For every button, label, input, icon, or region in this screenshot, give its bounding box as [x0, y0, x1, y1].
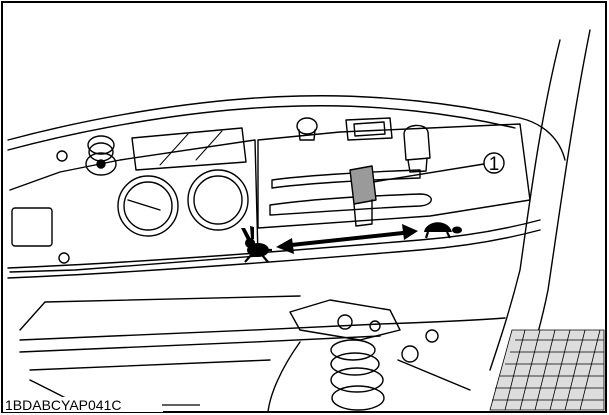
floor-plate	[19, 317, 506, 341]
figure-code: 1BDABCYAP041C	[5, 397, 121, 413]
dashboard-lower-lip	[7, 229, 541, 279]
dashboard-bottom-edge	[7, 219, 541, 269]
roll-bar-pillar	[489, 39, 561, 371]
figure-code-backdrop	[3, 397, 163, 412]
rabbit-icon	[241, 226, 272, 263]
callout-leader	[372, 163, 485, 183]
pedal-mechanism	[267, 299, 471, 413]
speed-range-arrow	[276, 224, 418, 254]
callout-circle	[483, 152, 505, 174]
lever-slot	[269, 193, 432, 216]
small-knob	[296, 117, 318, 141]
key-switch	[85, 135, 117, 176]
gauge-left	[117, 175, 179, 237]
dashboard-top-edge	[7, 95, 566, 161]
dashboard-inner-edge	[7, 105, 516, 151]
rocker-switch	[345, 117, 393, 141]
turtle-icon	[424, 222, 462, 239]
gauge-right	[187, 169, 249, 231]
left-panel	[9, 139, 259, 273]
right-lever-knob	[403, 124, 431, 173]
callout-number: 1	[489, 154, 500, 175]
speed-lever	[349, 165, 377, 227]
grille-hatching	[489, 329, 605, 411]
panel-screw	[56, 150, 68, 162]
display-window	[131, 127, 247, 171]
left-bracket	[11, 207, 53, 247]
panel-screw	[58, 252, 70, 264]
lever-slot-upper	[271, 169, 421, 189]
